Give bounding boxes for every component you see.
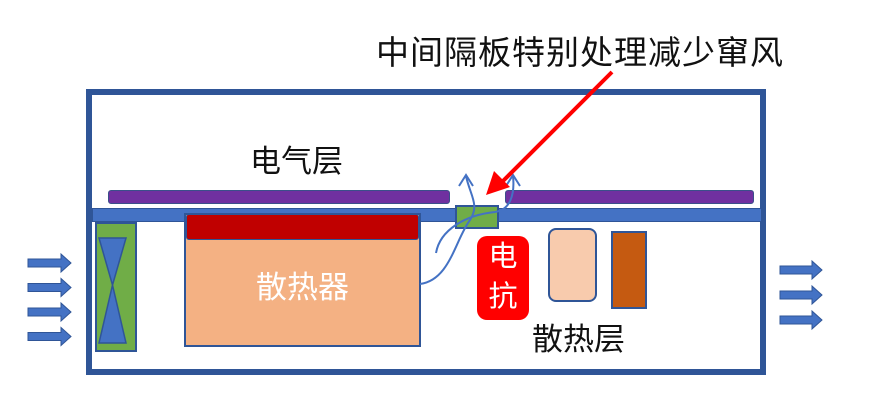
pcb-board-left: [108, 190, 450, 204]
callout-arrowhead: [486, 171, 510, 195]
pcb-board-right: [505, 190, 754, 204]
outlet-arrows: [779, 259, 823, 331]
airflow-arrow: [27, 277, 72, 298]
cabinet-frame: [86, 89, 766, 375]
callout-arrow-line: [498, 70, 614, 186]
airflow-arrow: [27, 301, 72, 323]
reactor-label-line1: 电: [488, 239, 518, 273]
fan-icon: [98, 237, 127, 344]
airflow-arrow: [27, 326, 72, 347]
arrowhead-up: [505, 173, 521, 187]
airflow-arrow: [779, 284, 823, 306]
inlet-arrows: [27, 252, 72, 347]
electrical-layer-label: 电气层: [250, 144, 343, 180]
partition-seal-block: [455, 205, 499, 229]
airflow-leak-curve: [435, 175, 515, 254]
capacitor: [548, 228, 597, 302]
airflow-arrow: [779, 309, 823, 331]
airflow-arrow: [27, 252, 72, 274]
reactor: 电 抗: [477, 236, 529, 320]
airflow-leak-curve: [419, 175, 476, 285]
heatsink-base-plate: [186, 214, 419, 240]
resistor: [611, 231, 647, 309]
arrowhead-up: [458, 173, 474, 187]
airflow-arrow: [779, 259, 823, 281]
callout-title: 中间隔板特别处理减少窜风: [376, 33, 784, 72]
cooling-layer-label: 散热层: [532, 322, 625, 358]
heatsink-label: 散热器: [256, 270, 349, 306]
reactor-label-line2: 抗: [488, 279, 518, 313]
